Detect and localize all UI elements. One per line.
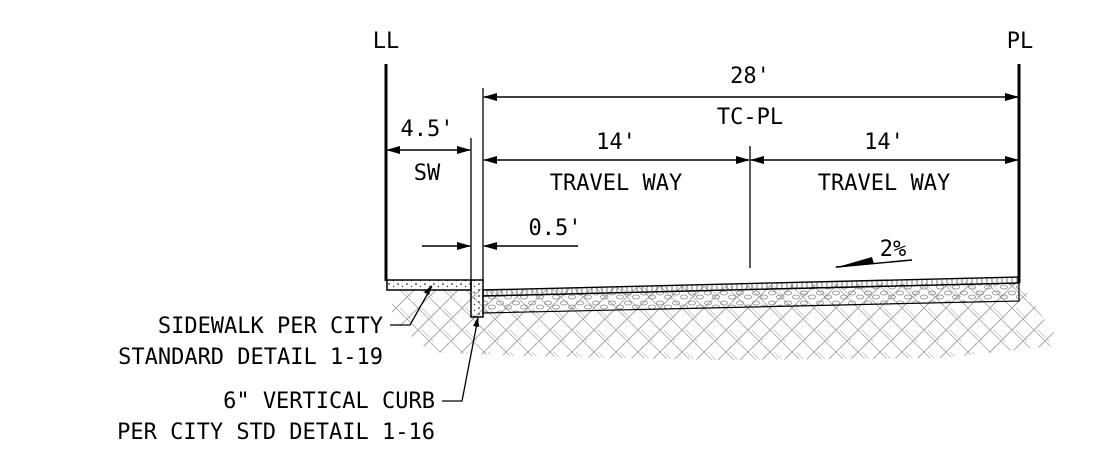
sidewalk-callout-line1: SIDEWALK PER CITY <box>158 314 383 339</box>
right-lane-caption: TRAVEL WAY <box>818 171 950 196</box>
right-lane-width-label: 14' <box>864 130 904 155</box>
sidewalk-callout-arrowhead <box>424 285 432 295</box>
left-lane-caption: TRAVEL WAY <box>550 171 682 196</box>
sidewalk-caption: SW <box>414 161 441 186</box>
curb-callout-line2: PER CITY STD DETAIL 1-16 <box>117 420 435 445</box>
cross-slope-label: 2% <box>880 237 907 262</box>
curb-offset-label: 0.5' <box>529 216 582 241</box>
sidewalk-callout-line2: STANDARD DETAIL 1-19 <box>118 345 383 370</box>
sidewalk-callout-leader <box>390 285 433 326</box>
left-limit-label: LL <box>373 29 400 54</box>
left-lane-width-label: 14' <box>596 130 636 155</box>
total-width-caption: TC-PL <box>717 105 783 130</box>
curb-callout-leader <box>442 317 479 402</box>
right-limit-label: PL <box>1007 29 1034 54</box>
vertical-curb <box>470 279 484 318</box>
curb-callout-arrowhead <box>473 317 479 327</box>
cross-slope-arrowhead <box>834 257 874 268</box>
curb-callout-line1: 6" VERTICAL CURB <box>223 389 435 414</box>
total-width-label: 28' <box>730 64 770 89</box>
sidewalk-width-label: 4.5' <box>401 117 454 142</box>
